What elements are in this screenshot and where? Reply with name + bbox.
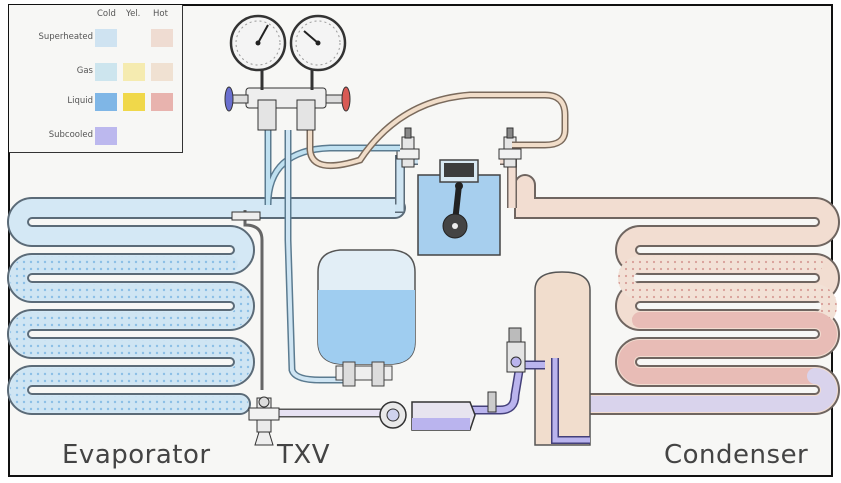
high-side-knob-icon	[342, 87, 350, 111]
swatch-superheated-cold	[95, 29, 117, 47]
legend-row-subcooled: Subcooled	[49, 130, 93, 140]
gauge-manifold	[225, 87, 350, 130]
swatch-liquid-yel	[123, 93, 145, 111]
low-pressure-gauge-icon	[231, 16, 285, 90]
condenser-label: Condenser	[664, 440, 808, 470]
swatch-superheated-hot	[151, 29, 173, 47]
swatch-liquid-cold	[95, 93, 117, 111]
swatch-gas-cold	[95, 63, 117, 81]
legend-col-hot: Hot	[153, 9, 168, 19]
legend-col-yel: Yel.	[126, 9, 140, 19]
legend-row-gas: Gas	[77, 66, 93, 76]
evaporator-label: Evaporator	[62, 440, 211, 470]
legend-row-superheated: Superheated	[38, 32, 93, 42]
low-side-knob-icon	[225, 87, 233, 111]
sight-glass-valve	[507, 328, 525, 372]
swatch-gas-hot	[151, 63, 173, 81]
txv-label: TXV	[277, 440, 330, 470]
high-pressure-gauge-icon	[291, 16, 345, 90]
swatch-subcooled-cold	[95, 127, 117, 145]
legend-row-liquid: Liquid	[67, 96, 93, 106]
compressor	[418, 160, 500, 255]
legend-col-cold: Cold	[97, 9, 116, 19]
swatch-liquid-hot	[151, 93, 173, 111]
legend: Cold Yel. Hot Superheated Gas Liquid Sub…	[9, 5, 183, 153]
receiver-tank	[535, 272, 590, 445]
swatch-gas-yel	[123, 63, 145, 81]
refrigerant-tank	[318, 250, 415, 386]
